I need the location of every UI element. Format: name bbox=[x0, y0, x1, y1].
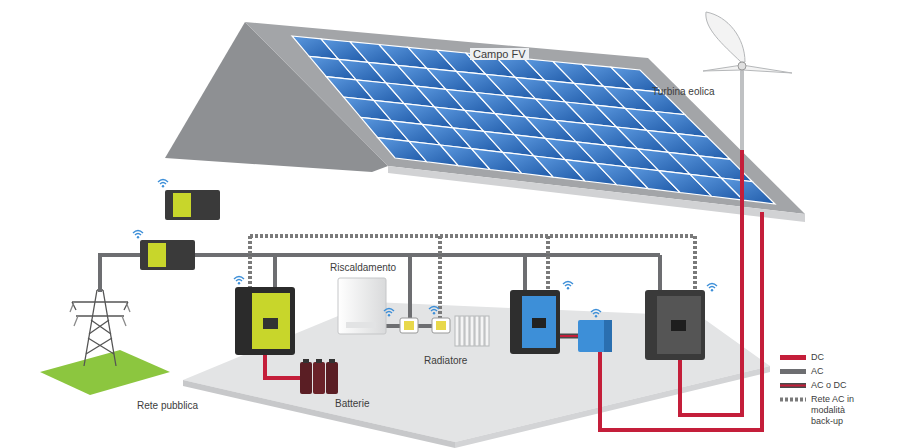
legend-sample bbox=[780, 394, 806, 405]
hybrid-inverter bbox=[235, 287, 295, 355]
boiler bbox=[338, 278, 386, 334]
part-label: Turbina eolica bbox=[652, 86, 714, 98]
legend-row: AC bbox=[780, 366, 824, 377]
legend-text: AC bbox=[811, 366, 824, 377]
pv-field bbox=[292, 36, 775, 204]
dc-wire bbox=[265, 150, 762, 430]
energy-meter bbox=[165, 190, 220, 220]
part-label: Campo FV bbox=[470, 48, 529, 60]
battery-pack bbox=[300, 359, 338, 394]
radiator bbox=[455, 316, 489, 346]
floor-edge bbox=[455, 366, 770, 448]
wind-inverter bbox=[645, 290, 705, 360]
thermostat bbox=[400, 318, 450, 333]
part-label: Radiatore bbox=[424, 355, 467, 367]
part-label: Batterie bbox=[335, 398, 369, 410]
legend-row: AC o DC bbox=[780, 380, 847, 391]
ac-dc-wire bbox=[560, 336, 578, 337]
legend-text: Rete AC in modalità back-up bbox=[811, 394, 863, 427]
legend-sample bbox=[780, 380, 806, 391]
legend-row: Rete AC in modalità back-up bbox=[780, 394, 863, 427]
part-label: Riscaldamento bbox=[330, 262, 396, 274]
energy-meter bbox=[140, 240, 195, 270]
legend-row: DC bbox=[780, 352, 824, 363]
legend-line bbox=[780, 383, 806, 388]
dc-box bbox=[578, 320, 612, 352]
legend-line bbox=[780, 385, 806, 387]
legend-text: AC o DC bbox=[811, 380, 847, 391]
pylon-symbol bbox=[70, 290, 130, 366]
wifi-icon bbox=[133, 180, 717, 318]
legend-swatch bbox=[780, 355, 806, 360]
part-label: Rete pubblica bbox=[137, 400, 198, 412]
pv-panel bbox=[721, 178, 775, 204]
legend-swatch bbox=[780, 369, 806, 374]
wind-turbine bbox=[703, 12, 792, 150]
pv-inverter bbox=[510, 290, 560, 354]
ground-patch bbox=[40, 350, 170, 395]
legend-text: DC bbox=[811, 352, 824, 363]
backup-wire bbox=[250, 236, 695, 318]
legend-line bbox=[780, 398, 806, 402]
